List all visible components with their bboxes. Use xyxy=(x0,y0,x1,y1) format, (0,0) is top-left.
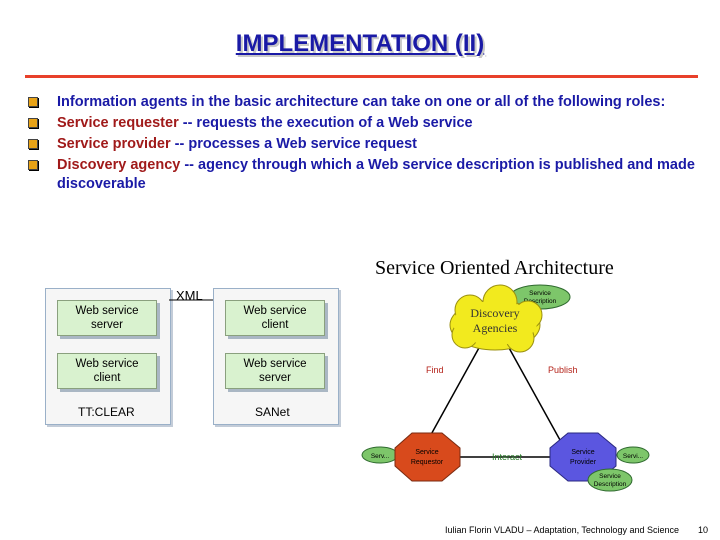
node-label: Requestor xyxy=(411,459,444,466)
box-line: Web service xyxy=(243,357,306,371)
leaf-label: Service xyxy=(529,290,551,297)
node-label: Provider xyxy=(570,459,597,466)
interact-label: Interact xyxy=(492,452,523,462)
box-line: Web service xyxy=(243,304,306,318)
find-edge xyxy=(428,337,485,440)
xml-label: XML xyxy=(176,288,203,303)
box-line: server xyxy=(243,371,306,385)
box-line: client xyxy=(75,371,138,385)
publish-edge xyxy=(503,337,560,440)
leaf-label: Description xyxy=(594,481,627,488)
box-line: Web service xyxy=(75,304,138,318)
leaf-label: Serv... xyxy=(371,453,389,460)
box-line: server xyxy=(75,318,138,332)
publish-label: Publish xyxy=(548,365,578,375)
box-line: client xyxy=(243,318,306,332)
footer-credit: Iulian Florin VLADU – Adaptation, Techno… xyxy=(445,525,679,535)
group-label: SANet xyxy=(255,405,290,419)
box-line: Web service xyxy=(75,357,138,371)
page-number: 10 xyxy=(698,525,708,535)
soa-title: Service Oriented Architecture xyxy=(375,257,614,279)
find-label: Find xyxy=(426,365,444,375)
node-label: Discovery xyxy=(470,306,519,320)
service-requestor-node xyxy=(395,433,460,481)
soa-diagram: Service Oriented Architecture Service De… xyxy=(360,240,690,510)
leaf-label: Service xyxy=(599,473,621,480)
node-label: Agencies xyxy=(473,321,518,335)
leaf-label: Servi... xyxy=(623,453,643,460)
node-label: Service xyxy=(571,449,594,456)
group-label: TT:CLEAR xyxy=(78,405,135,419)
node-label: Service xyxy=(415,449,438,456)
